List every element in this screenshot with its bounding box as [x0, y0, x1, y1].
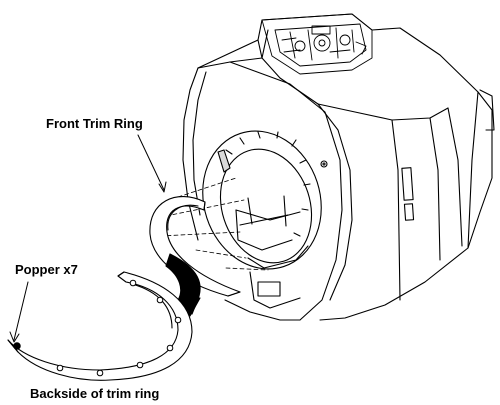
popper-dot — [136, 361, 144, 369]
popper-dot — [96, 369, 104, 377]
popper-dot-marked — [13, 342, 21, 350]
popper-dot — [156, 296, 164, 304]
popper-label: Popper x7 — [15, 262, 78, 277]
popper-dots — [56, 279, 182, 377]
bore-opening — [202, 130, 322, 270]
front-trim-ring-label: Front Trim Ring — [46, 116, 143, 131]
backside-label: Backside of trim ring — [30, 386, 160, 401]
popper-dot — [56, 364, 64, 372]
popper-dot — [166, 344, 174, 352]
assembly-guide-lines — [159, 177, 269, 271]
popper-dot — [129, 279, 137, 287]
top-mechanism — [261, 13, 373, 75]
backside-trim-ring — [7, 271, 193, 381]
callout-leaders — [9, 134, 167, 343]
popper-dot — [174, 316, 182, 324]
